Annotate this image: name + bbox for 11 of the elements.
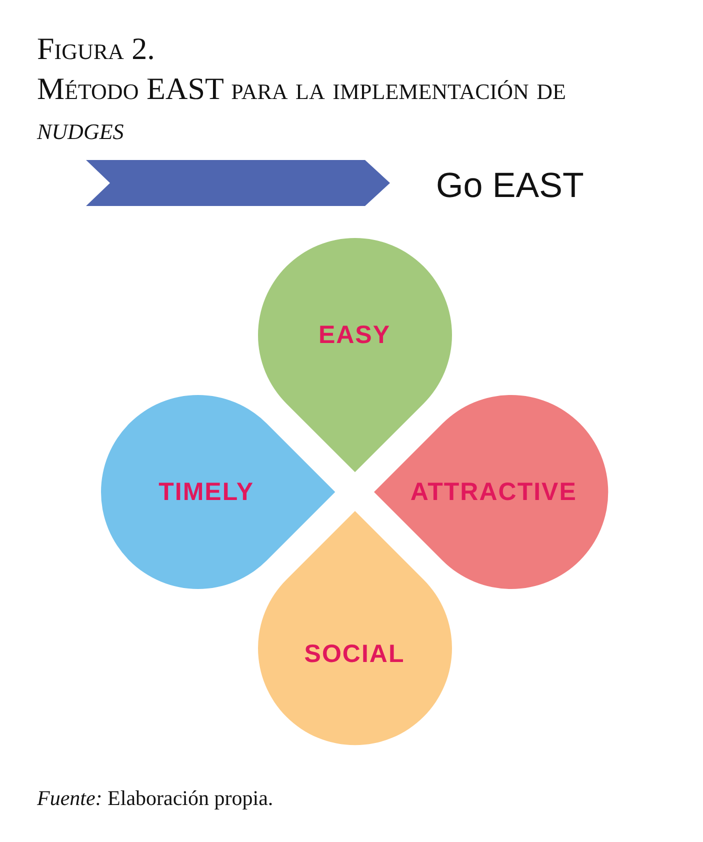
- petal-label: TIMELY: [158, 478, 254, 506]
- petal-label: SOCIAL: [304, 640, 405, 668]
- teardrop-petal: [374, 394, 608, 588]
- teardrop-petal: [258, 510, 452, 745]
- source-note: Fuente: Elaboración propia.: [37, 785, 274, 811]
- slogan-text: Go EAST: [436, 168, 584, 203]
- petal-label: EASY: [318, 321, 391, 350]
- teardrop-petal: [258, 238, 452, 472]
- teardrop-petal: [101, 394, 336, 588]
- petal-label: ATTRACTIVE: [410, 478, 577, 506]
- figure-title: Figura 2. Método EAST para la implementación de nudges: [37, 30, 567, 148]
